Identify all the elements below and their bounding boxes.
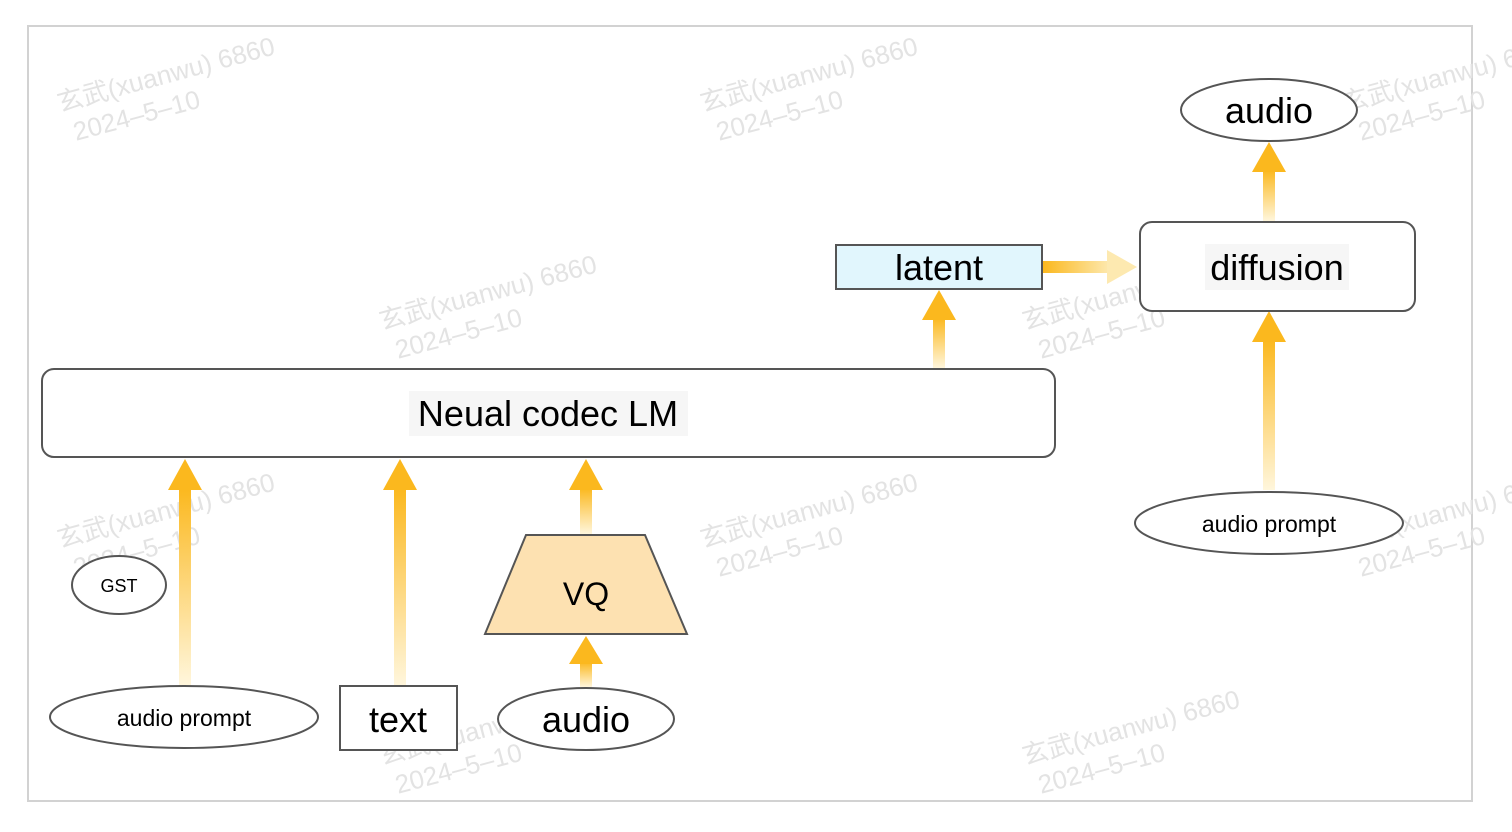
arrow-audio-prompt-to-diffusion <box>1252 311 1286 490</box>
latent-label: latent <box>895 247 983 288</box>
arrow-audio-prompt-to-codec <box>168 459 202 685</box>
text-label: text <box>369 699 427 740</box>
node-gst: GST <box>71 555 167 615</box>
arrows <box>168 142 1286 687</box>
arrow-vq-to-codec <box>569 459 603 534</box>
codec-lm-label: Neual codec LM <box>418 393 678 434</box>
audio-input-label: audio <box>542 699 630 740</box>
node-diffusion: diffusion <box>1139 221 1416 312</box>
node-text: text <box>339 685 458 751</box>
node-audio-output: audio <box>1180 78 1358 142</box>
vq-label: VQ <box>563 576 609 612</box>
audio-prompt-left-label: audio prompt <box>117 705 252 731</box>
arrow-latent-to-diffusion <box>1043 250 1137 284</box>
node-audio-prompt-right: audio prompt <box>1134 491 1404 555</box>
node-latent: latent <box>835 244 1043 290</box>
audio-output-label: audio <box>1225 90 1313 131</box>
node-codec-lm: Neual codec LM <box>41 368 1056 458</box>
diffusion-label: diffusion <box>1210 247 1343 288</box>
arrow-text-to-codec <box>383 459 417 685</box>
arrow-audio-to-vq <box>569 636 603 687</box>
node-audio-input: audio <box>497 687 675 751</box>
arrow-diffusion-to-audio <box>1252 142 1286 221</box>
node-audio-prompt-left: audio prompt <box>49 685 319 749</box>
gst-label: GST <box>100 576 137 596</box>
arrow-codec-to-latent <box>922 290 956 368</box>
audio-prompt-right-label: audio prompt <box>1202 511 1337 537</box>
node-vq: VQ <box>483 534 689 635</box>
